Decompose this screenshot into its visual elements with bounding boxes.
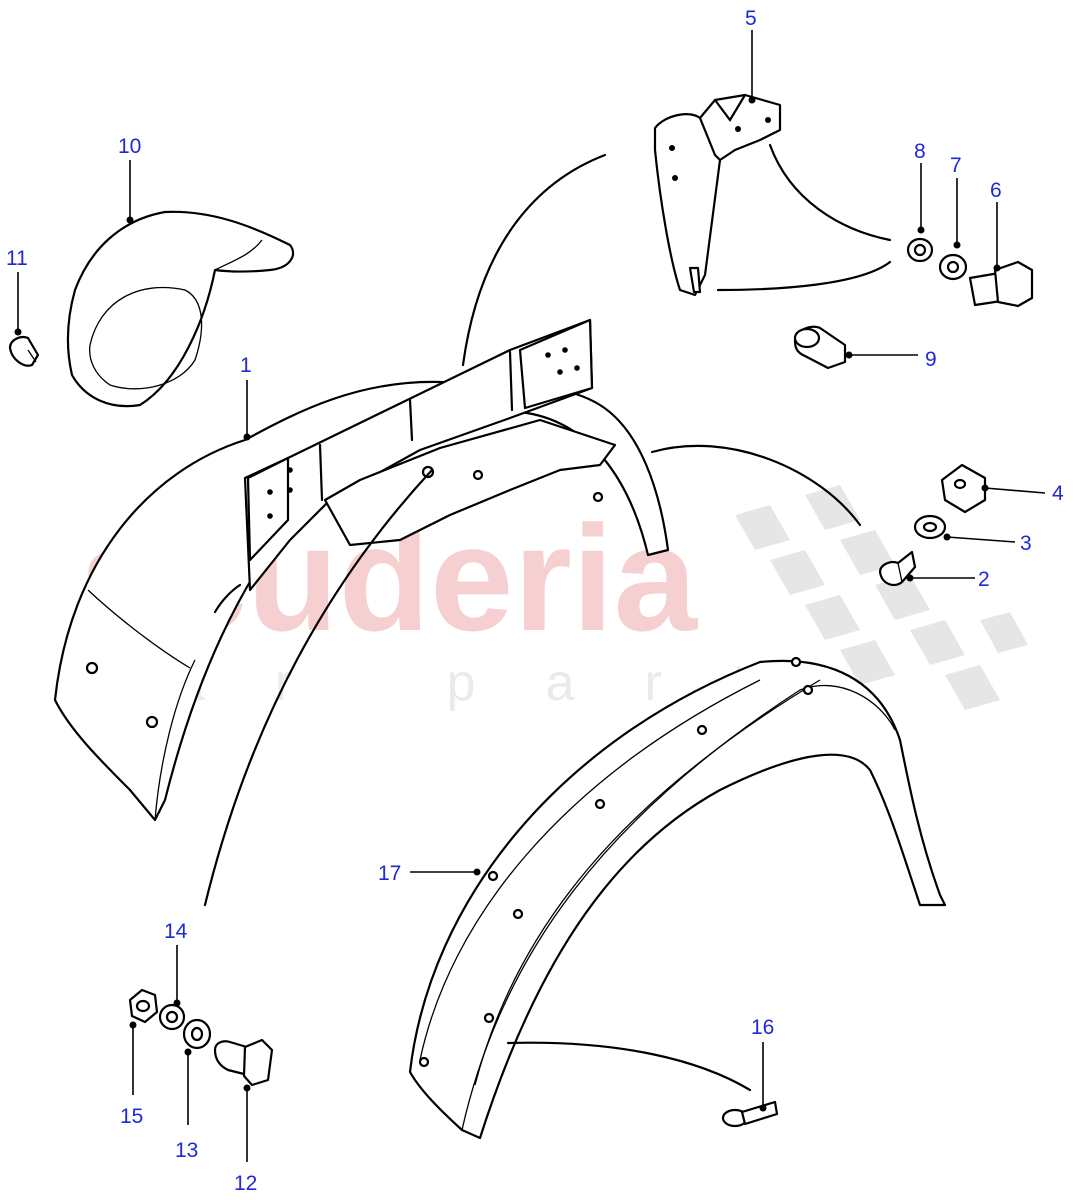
callout-10-label: 10	[118, 135, 141, 158]
callout-9-label: 9	[925, 348, 937, 371]
callout-14-label: 14	[164, 920, 188, 943]
part-17-wheel-arch-extension	[408, 656, 947, 1140]
part-10-cover	[66, 210, 295, 408]
callout-4[interactable]: 4	[981, 482, 1065, 505]
callout-3[interactable]: 3	[943, 532, 1032, 555]
part-16-push-rivet	[721, 1100, 779, 1128]
part-5-bracket	[653, 93, 892, 297]
callout-7-label: 7	[950, 154, 962, 177]
callout-11[interactable]: 11	[6, 247, 28, 336]
callout-1[interactable]: 1	[240, 354, 252, 441]
callout-8[interactable]: 8	[914, 140, 926, 234]
callout-7[interactable]: 7	[950, 154, 962, 249]
callout-3-label: 3	[1020, 532, 1032, 555]
part-2-screw	[878, 550, 917, 586]
part-13-washer	[182, 1018, 212, 1050]
part-11-screw	[8, 336, 40, 367]
callout-13[interactable]: 13	[175, 1048, 198, 1163]
callout-6[interactable]: 6	[990, 179, 1002, 272]
part-4-clip-nut	[940, 463, 987, 514]
callout-11-label: 11	[6, 247, 28, 270]
part-1-inner-wheel-arch	[53, 318, 670, 822]
part-9-bush	[793, 325, 847, 370]
callout-5-label: 5	[745, 7, 757, 30]
callout-17[interactable]: 17	[378, 862, 481, 885]
leader-arcs	[203, 153, 862, 907]
callout-1-label: 1	[240, 354, 252, 377]
callout-2[interactable]: 2	[906, 568, 990, 591]
callout-15[interactable]: 15	[120, 1021, 143, 1129]
callout-4-label: 4	[1052, 482, 1064, 505]
callout-8-label: 8	[914, 140, 926, 163]
callout-6-label: 6	[990, 179, 1002, 202]
part-14-spring-washer	[158, 1003, 186, 1031]
part-3-washer	[913, 514, 947, 540]
callout-14[interactable]: 14	[164, 920, 188, 1007]
callout-10[interactable]: 10	[118, 135, 141, 224]
callout-2-label: 2	[978, 568, 990, 591]
callout-13-label: 13	[175, 1139, 198, 1162]
part-7-washer	[938, 253, 968, 281]
part-15-nut	[128, 988, 159, 1024]
callout-17-label: 17	[378, 862, 401, 885]
part-8-spring-washer	[906, 237, 934, 263]
callout-12[interactable]: 12	[234, 1084, 257, 1196]
callout-15-label: 15	[120, 1105, 143, 1128]
callouts: 1 2 3 4 5 6 7	[6, 7, 1064, 1195]
part-6-bolt	[968, 260, 1034, 308]
watermark-checker	[735, 485, 1028, 710]
callout-12-label: 12	[234, 1172, 257, 1195]
callout-16[interactable]: 16	[751, 1016, 774, 1112]
callout-9[interactable]: 9	[845, 348, 937, 371]
callout-16-label: 16	[751, 1016, 774, 1039]
callout-5[interactable]: 5	[745, 7, 757, 104]
part-12-bolt	[213, 1038, 274, 1087]
